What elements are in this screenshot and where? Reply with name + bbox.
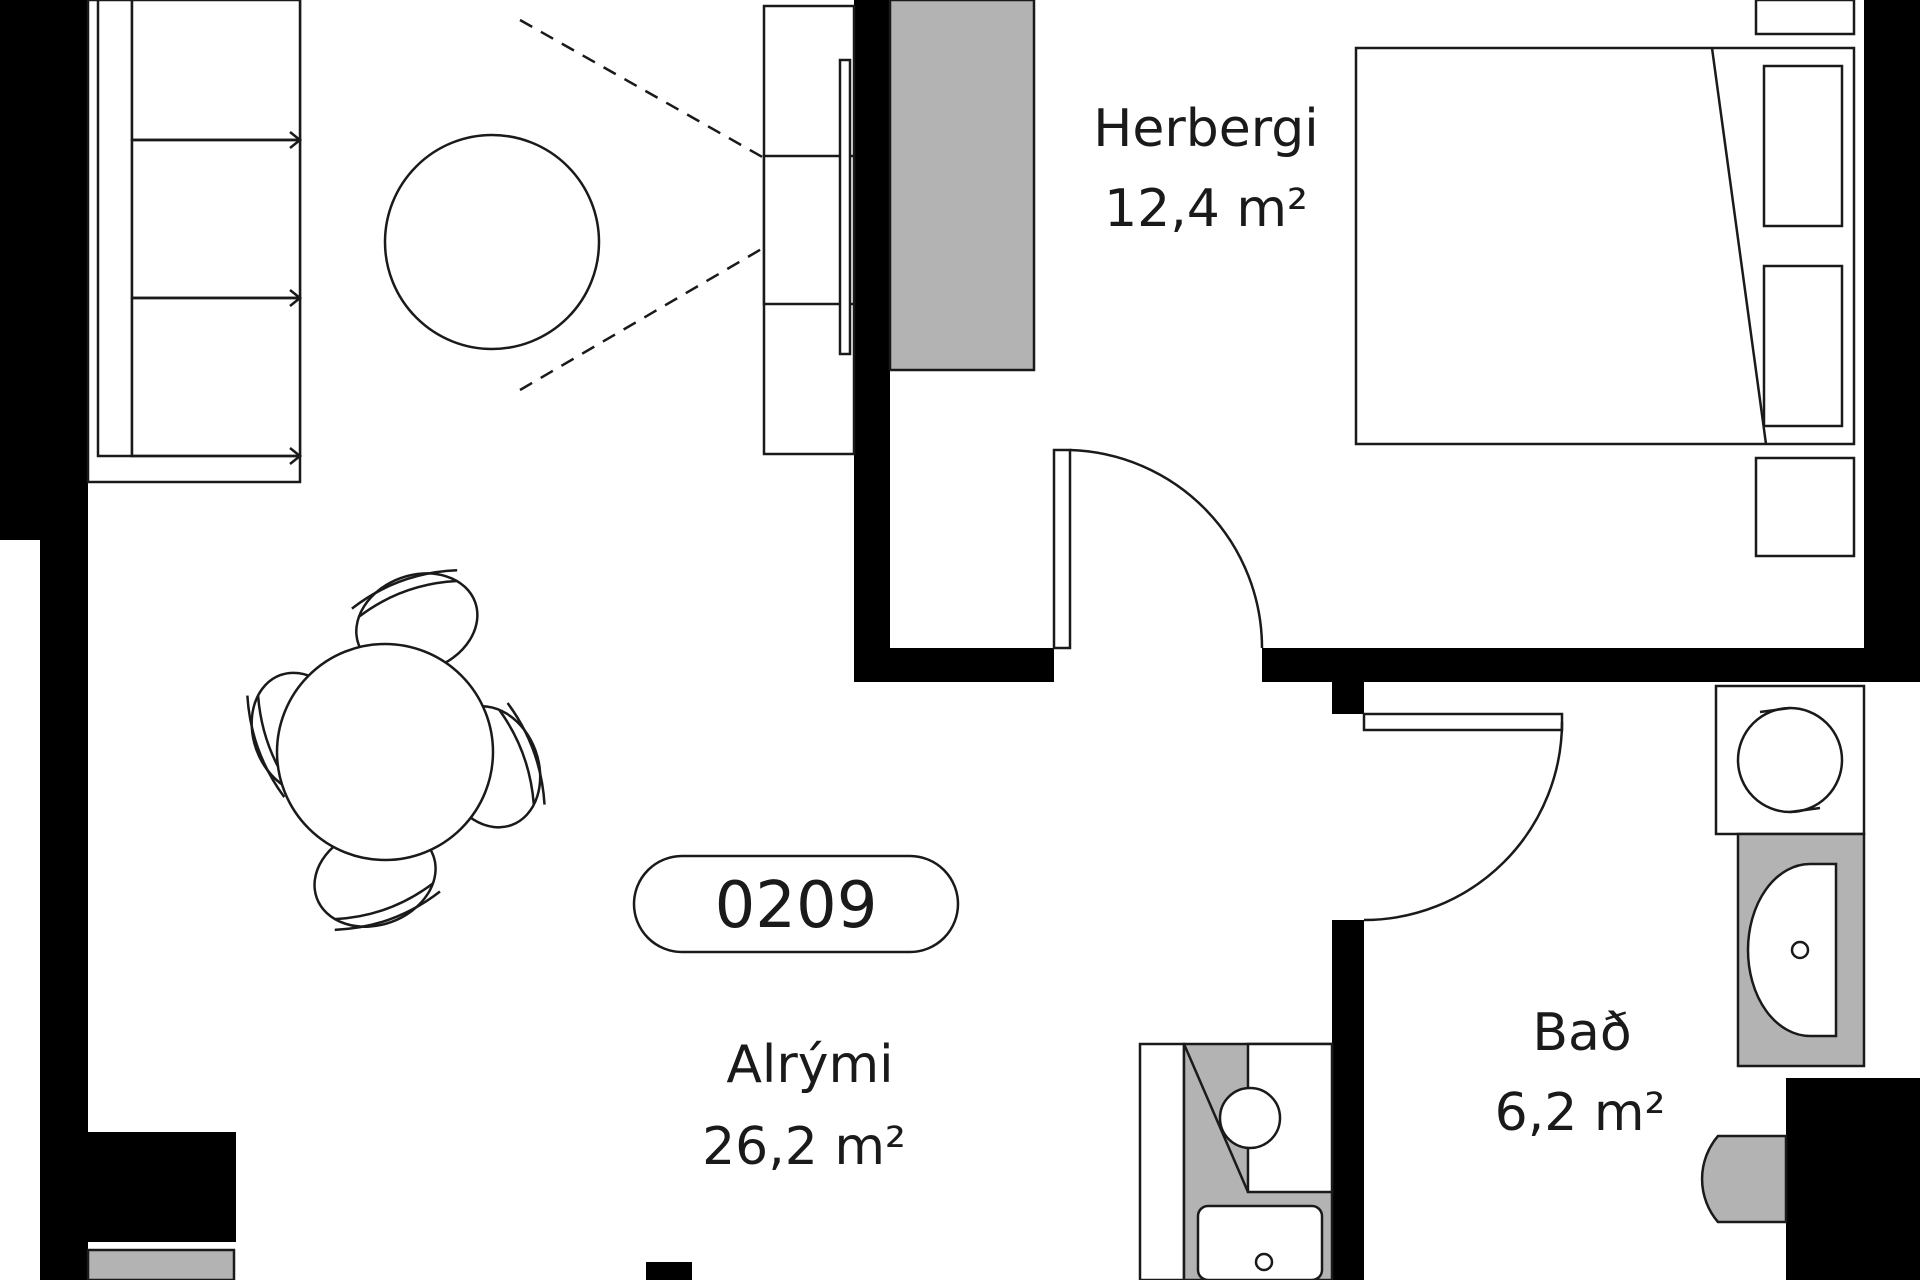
- wall-left-lower: [40, 540, 88, 1280]
- wall-herbergi-bottom-left: [854, 648, 1054, 682]
- sofa-arrow-2: [132, 289, 303, 307]
- bedroom-door-swing: [1069, 448, 1264, 649]
- sink-drain: [1790, 940, 1810, 960]
- entrance-fixture: [86, 1248, 236, 1280]
- sofa-cushion-2: [130, 138, 302, 300]
- sofa-cushion-3: [130, 296, 302, 458]
- room-area-herbergi: 12,4 m²: [1104, 179, 1308, 239]
- nightstand-bottom: [1754, 456, 1856, 558]
- bed-blanket-fold: [1710, 47, 1768, 445]
- kitchen-side-panel: [1138, 1042, 1186, 1280]
- coffee-table: [383, 133, 601, 351]
- bathroom-door-leaf: [1362, 712, 1564, 732]
- wall-right-upper: [1864, 0, 1920, 682]
- wall-bath-left-upper: [1332, 682, 1364, 714]
- kitchen: [1138, 1042, 1334, 1280]
- wall-left-block: [88, 1132, 236, 1242]
- sofa: [86, 0, 303, 484]
- kitchen-cabinet-diagonal: [1182, 1043, 1250, 1193]
- nightstand-top: [1754, 0, 1856, 36]
- tv: [838, 58, 852, 356]
- bedroom-door-leaf: [1052, 448, 1072, 650]
- sofa-arrow-3: [132, 447, 303, 465]
- kitchen-sink: [1196, 1204, 1324, 1280]
- unit-label-pill: [632, 854, 960, 954]
- room-name-alrymi: Alrými: [726, 1035, 893, 1095]
- room-area-bad: 6,2 m²: [1495, 1083, 1666, 1143]
- dining-table: [275, 642, 495, 862]
- washing-machine-arrow-1: [1759, 706, 1791, 714]
- wardrobe: [888, 0, 1036, 372]
- room-name-herbergi: Herbergi: [1093, 99, 1318, 159]
- tv-viewing-lines: [519, 18, 843, 392]
- washing-machine-arrow-2: [1789, 806, 1821, 814]
- kitchen-hob: [1218, 1086, 1282, 1150]
- bathroom-door: [1362, 712, 1564, 922]
- kitchen-sink-drain: [1254, 1252, 1274, 1272]
- wall-left-upper: [0, 0, 88, 540]
- sofa-cushion-1: [130, 0, 302, 142]
- washing-machine: [1714, 684, 1866, 836]
- washing-machine-drum: [1736, 706, 1844, 814]
- dining-set: [246, 569, 546, 932]
- tv-unit: [762, 4, 856, 456]
- bed: [1354, 0, 1856, 558]
- wall-right-lower: [1786, 1078, 1920, 1280]
- bedroom-door: [1052, 448, 1264, 650]
- wall-herbergi-bottom-right: [1262, 648, 1870, 682]
- sofa-back: [96, 0, 134, 458]
- wall-bath-left-lower: [1332, 920, 1364, 1280]
- wall-bottom-stub: [646, 1262, 692, 1280]
- pillow-2: [1762, 264, 1844, 428]
- room-area-alrymi: 26,2 m²: [702, 1117, 906, 1177]
- wall-herbergi-left: [854, 0, 890, 680]
- room-name-bad: Bað: [1532, 1003, 1631, 1063]
- pillow-1: [1762, 64, 1844, 228]
- bathroom-door-swing: [1363, 721, 1564, 922]
- sofa-arrow-1: [132, 131, 303, 149]
- bathroom-sink: [1736, 832, 1866, 1068]
- unit-id: 0209: [715, 869, 878, 943]
- tv-view-line-top: [519, 18, 843, 204]
- unit-label: 0209: [632, 854, 960, 954]
- toilet: [1700, 1134, 1788, 1224]
